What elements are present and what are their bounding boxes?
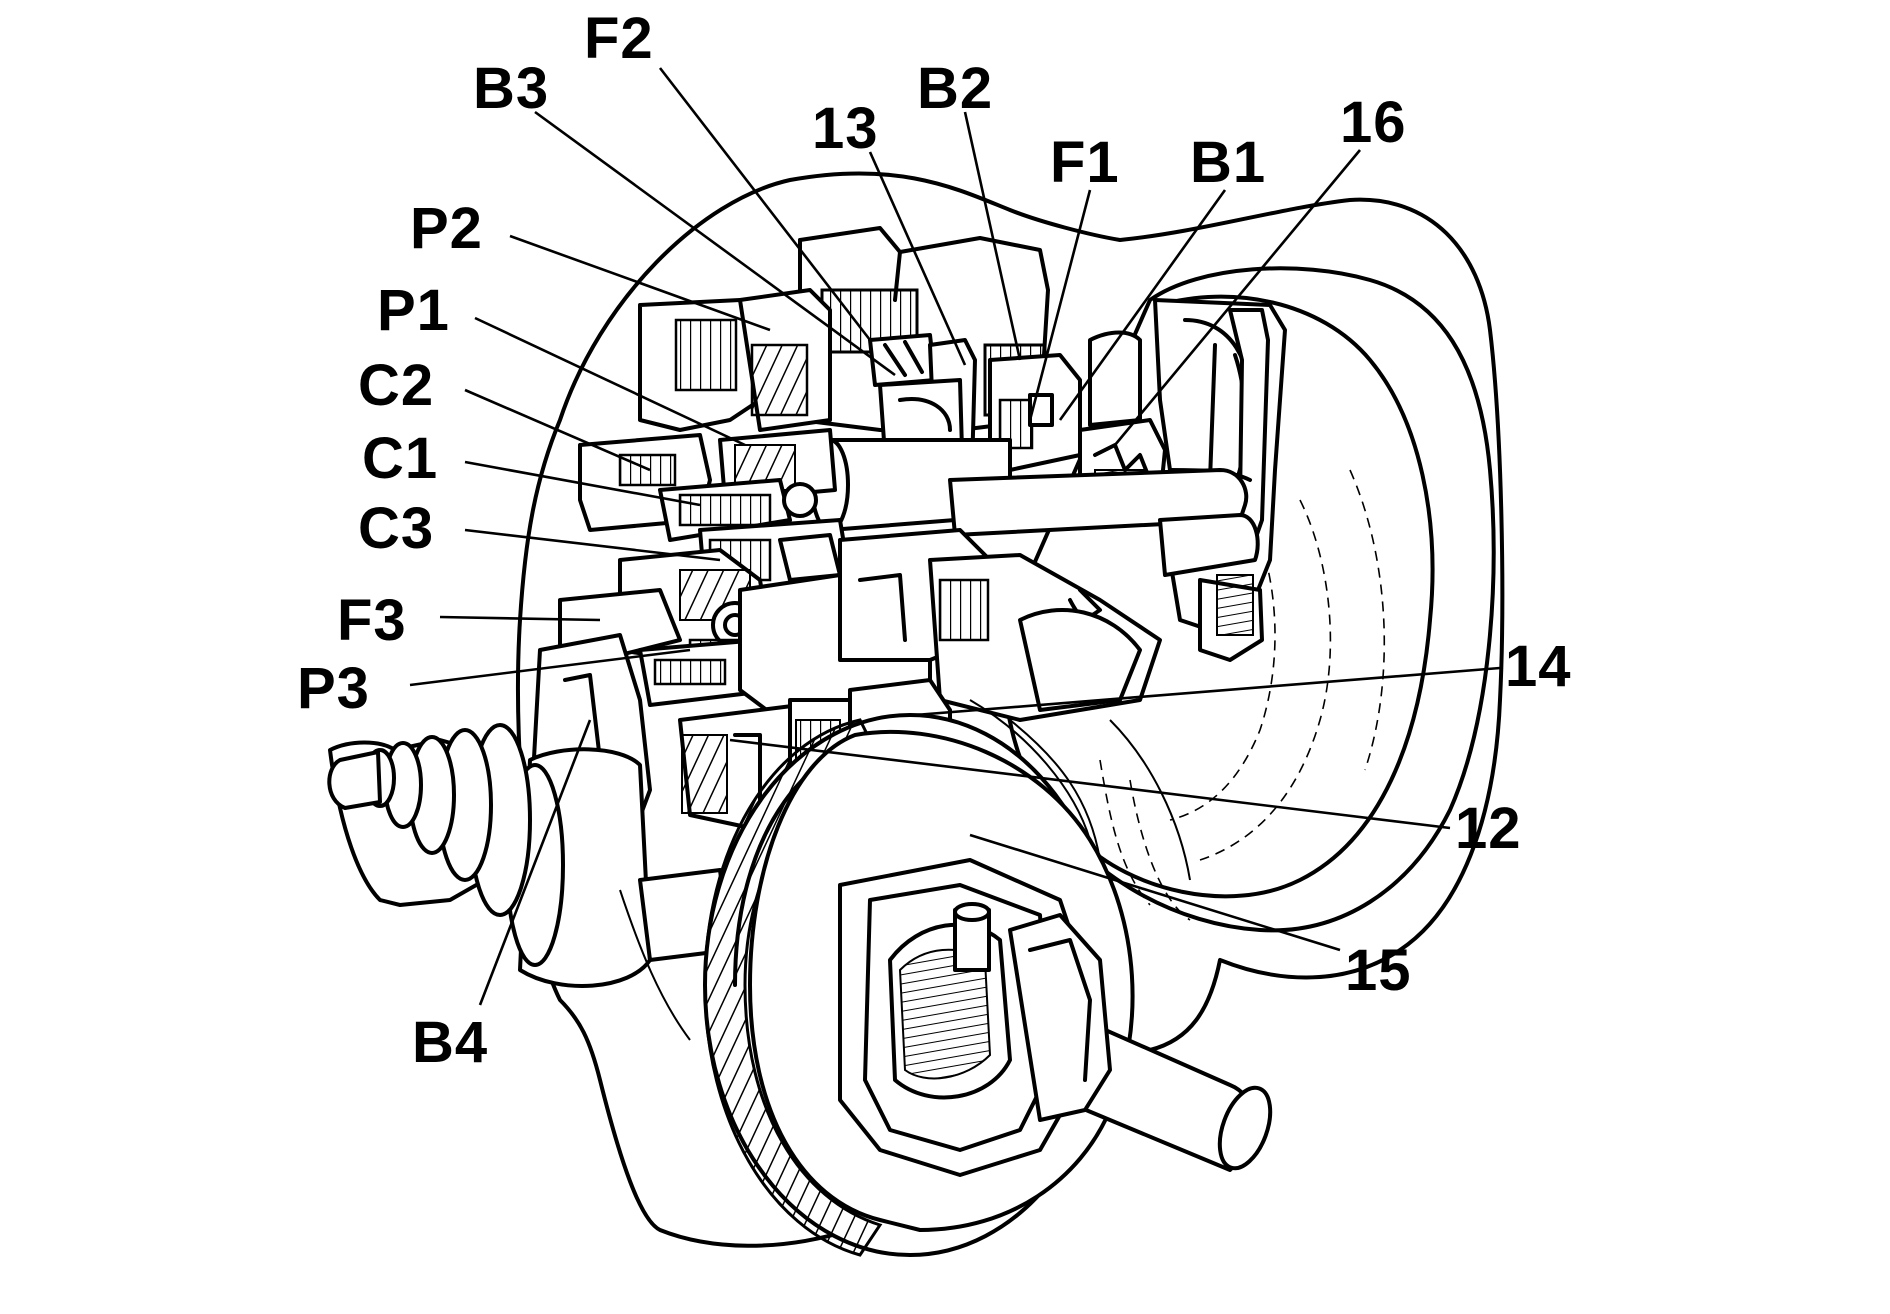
- label-F1: F1: [1050, 130, 1120, 195]
- label-B1: B1: [1190, 130, 1266, 195]
- label-13: 13: [812, 96, 879, 161]
- leader-15: [969, 833, 1341, 952]
- leader-C2: [464, 388, 651, 472]
- leader-C3: [464, 528, 721, 562]
- leader-16: [1113, 149, 1362, 446]
- label-P3: P3: [297, 656, 370, 721]
- torque-converter: [1001, 266, 1496, 933]
- label-15: 15: [1345, 938, 1412, 1003]
- label-14: 14: [1505, 634, 1572, 699]
- leader-P3: [409, 648, 691, 687]
- label-B4: B4: [412, 1010, 488, 1075]
- cv-boot: [327, 723, 532, 917]
- leader-F3: [439, 615, 601, 622]
- label-12: 12: [1455, 796, 1522, 861]
- label-C1: C1: [362, 426, 438, 491]
- upper-drum-assembly: [798, 226, 1050, 477]
- leader-P1: [474, 316, 746, 447]
- leader-P2: [509, 234, 771, 332]
- leader-B1: [1058, 189, 1227, 421]
- label-B2: B2: [917, 56, 993, 121]
- leader-13: [868, 151, 967, 366]
- leader-lines: [409, 67, 1501, 1006]
- main-shaft: [810, 438, 1260, 577]
- label-B3: B3: [473, 56, 549, 121]
- label-C2: C2: [358, 353, 434, 418]
- label-C3: C3: [358, 496, 434, 561]
- leader-12: [729, 738, 1451, 830]
- leader-C1: [464, 460, 701, 507]
- label-P1: P1: [377, 278, 450, 343]
- leader-B2: [963, 111, 1022, 361]
- leader-14: [914, 666, 1501, 717]
- leader-B3: [534, 110, 896, 377]
- label-F3: F3: [337, 588, 407, 653]
- label-F2: F2: [584, 6, 654, 71]
- planetary-gear-sets: [558, 288, 852, 707]
- leader-F2: [658, 67, 872, 341]
- leader-B4: [478, 719, 592, 1006]
- label-16: 16: [1340, 90, 1407, 155]
- leader-F1: [1028, 189, 1092, 421]
- callout-labels: F2 B3 13 B2 F1 B1 16 P2 P1 C2 C1 C3 F3 P…: [297, 6, 1572, 1075]
- label-P2: P2: [410, 196, 483, 261]
- left-output-shaft: [327, 633, 732, 988]
